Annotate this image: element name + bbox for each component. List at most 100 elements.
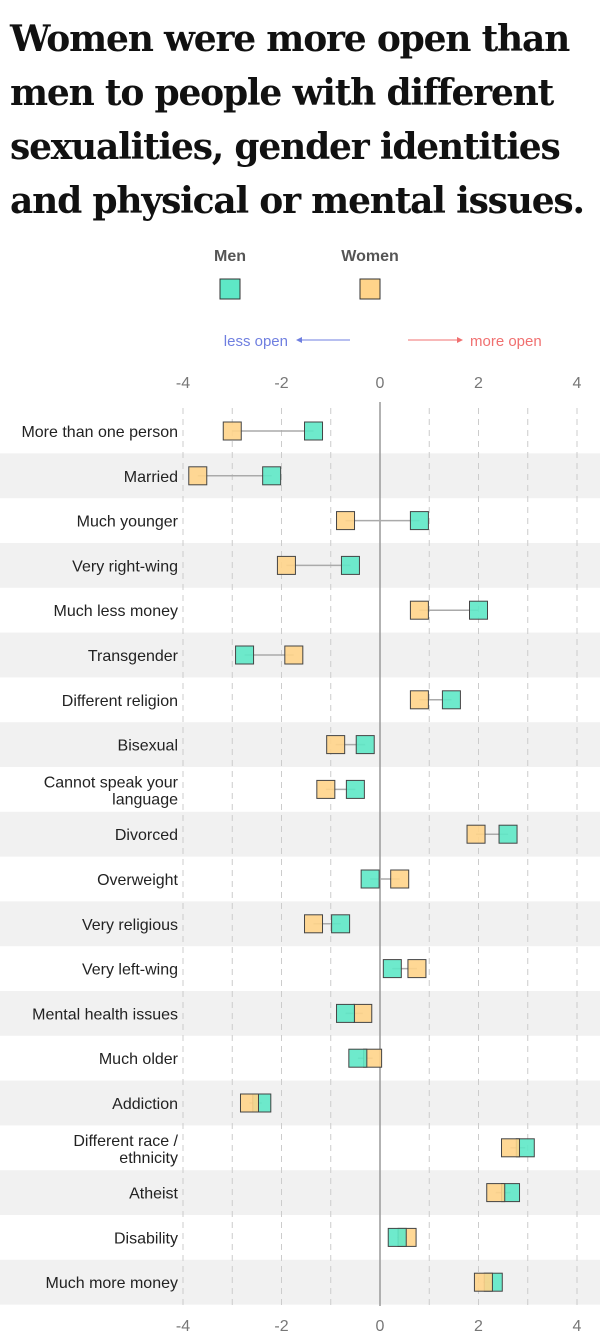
row-band [0, 1080, 600, 1126]
men-marker [360, 869, 380, 889]
women-marker [390, 869, 410, 889]
chart-row: Very right-wing [72, 555, 360, 575]
row-band [0, 991, 600, 1036]
row-bands [0, 453, 600, 1305]
chart-row: Married [124, 466, 282, 486]
category-label: Married [124, 469, 178, 486]
category-label: Mental health issues [32, 1006, 178, 1023]
chart-row: Bisexual [118, 735, 375, 755]
more-open-arrowhead [457, 337, 463, 343]
chart-row: Disability [114, 1227, 417, 1247]
tick-label-bottom: -2 [274, 1318, 288, 1335]
chart-row: Overweight [97, 869, 410, 889]
men-marker [348, 1048, 368, 1068]
tick-label-top: 2 [474, 375, 483, 392]
category-label: Different religion [62, 693, 178, 710]
legend-men-swatch [219, 278, 241, 300]
men-marker [498, 824, 518, 844]
legend-women-swatch [359, 278, 381, 300]
men-marker [355, 735, 375, 755]
men-marker [387, 1227, 407, 1247]
tick-label-top: -2 [274, 375, 288, 392]
category-label: Transgender [88, 648, 179, 665]
chart-row: More than one person [21, 421, 324, 441]
women-marker [407, 959, 427, 979]
men-marker [345, 779, 365, 799]
women-marker [222, 421, 242, 441]
category-label: Very left-wing [82, 962, 178, 979]
chart-row: Mental health issues [32, 1003, 373, 1023]
men-marker [336, 1003, 356, 1023]
women-marker [409, 690, 429, 710]
men-marker [469, 600, 488, 620]
women-marker [326, 735, 346, 755]
row-band [0, 453, 600, 499]
chart-row: Much older [99, 1048, 383, 1068]
women-marker [409, 600, 429, 620]
tick-label-bottom: -4 [176, 1318, 190, 1335]
chart-row: Very religious [82, 914, 351, 934]
tick-label-bottom: 2 [474, 1318, 483, 1335]
category-label: Much less money [54, 603, 179, 620]
row-band [0, 722, 600, 767]
less-open-arrowhead [296, 337, 302, 343]
category-label: More than one person [21, 424, 178, 441]
less-open-label: less open [224, 333, 288, 350]
women-marker [353, 1003, 373, 1023]
category-label: Much older [99, 1051, 179, 1068]
category-label: Much younger [77, 514, 179, 531]
category-label: Different race /ethnicity [73, 1133, 178, 1167]
women-marker [473, 1272, 493, 1292]
women-marker [336, 511, 356, 531]
men-marker [441, 690, 461, 710]
chart-row: Much younger [77, 511, 429, 531]
chart-row: Different race /ethnicity [73, 1133, 535, 1167]
category-label: Divorced [115, 827, 178, 844]
women-marker [486, 1183, 506, 1203]
chart-row: Much more money [46, 1272, 503, 1292]
chart-title: Women were more open than men to people … [10, 18, 585, 222]
category-label: Disability [114, 1230, 178, 1247]
tick-label-top: 4 [573, 375, 582, 392]
women-marker [239, 1093, 259, 1113]
chart-row: Atheist [129, 1183, 521, 1203]
row-band [0, 901, 600, 947]
legend-women-label: Women [341, 248, 398, 265]
category-label: Very right-wing [72, 558, 178, 575]
chart-row: Different religion [62, 690, 461, 710]
men-marker [340, 555, 360, 575]
tick-label-bottom: 0 [376, 1318, 385, 1335]
category-label: Overweight [97, 872, 178, 889]
chart-row: Much less money [54, 600, 488, 620]
men-marker [235, 645, 255, 665]
chart-row: Addiction [112, 1093, 272, 1113]
more-open-label: more open [470, 333, 542, 350]
category-label: Addiction [112, 1096, 178, 1113]
chart-row: Very left-wing [82, 959, 427, 979]
men-marker [382, 959, 402, 979]
category-label: Atheist [129, 1186, 178, 1203]
legend-men-label: Men [214, 248, 246, 265]
women-marker [284, 645, 304, 665]
women-marker [188, 466, 208, 486]
chart-row: Divorced [115, 824, 518, 844]
category-label: Much more money [46, 1275, 179, 1292]
chart-row: Transgender [88, 645, 304, 665]
women-marker [466, 824, 486, 844]
men-marker [304, 421, 324, 441]
category-label: Very religious [82, 917, 178, 934]
women-marker [316, 779, 336, 799]
category-label: Bisexual [118, 738, 178, 755]
men-marker [409, 511, 429, 531]
women-marker [501, 1138, 521, 1158]
tick-label-top: -4 [176, 375, 190, 392]
men-marker [331, 914, 351, 934]
tick-label-bottom: 4 [573, 1318, 582, 1335]
women-marker [304, 914, 324, 934]
men-marker [262, 466, 282, 486]
